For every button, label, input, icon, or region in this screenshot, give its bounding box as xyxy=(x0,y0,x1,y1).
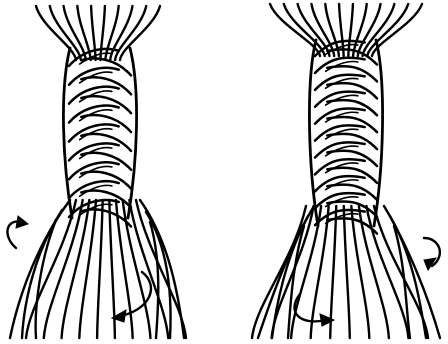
top-strand-6 xyxy=(100,6,104,60)
bottom-strand-10 xyxy=(374,206,428,338)
bottom-strand-3 xyxy=(291,206,321,338)
top-strand-11 xyxy=(367,4,408,56)
bottom-strand-3 xyxy=(62,200,90,338)
top-strand-7 xyxy=(348,4,353,56)
top-strand-2 xyxy=(284,4,325,56)
bottom-strand-1 xyxy=(252,206,306,338)
braid-outline-left xyxy=(63,48,72,218)
bottom-strand-10 xyxy=(136,200,186,338)
bottom-strand-5 xyxy=(97,200,103,338)
bottom-strand-8 xyxy=(123,200,151,338)
bottom-strand-4 xyxy=(79,200,96,338)
top-strand-10 xyxy=(120,6,160,60)
bottom-strand-6 xyxy=(344,206,350,338)
left-braid-panel xyxy=(7,6,186,338)
braid-outline-left xyxy=(309,40,318,226)
curved-arrow-left-head xyxy=(16,216,28,228)
bottom-strand-5 xyxy=(330,206,336,338)
right-braid-panel xyxy=(252,4,440,338)
